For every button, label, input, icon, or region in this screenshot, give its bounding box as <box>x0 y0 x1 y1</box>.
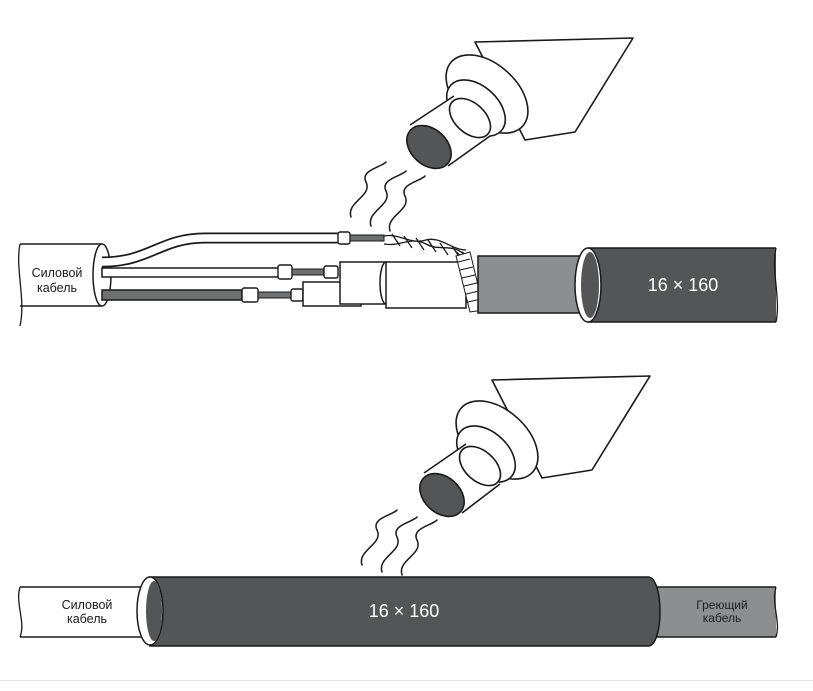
heat-gun-icon <box>406 37 634 170</box>
heating-cable-segment <box>477 255 591 314</box>
heating-cable-end <box>650 586 779 638</box>
power-cable-label-line2: кабель <box>37 281 77 295</box>
conductor-lower <box>101 287 304 303</box>
bottom-divider <box>0 680 813 681</box>
heating-cable-label-line2: кабель <box>703 611 741 625</box>
sleeve-size-label: 16 × 160 <box>648 275 719 295</box>
heating-cable-label-line1: Греющий <box>696 598 747 612</box>
heat-shrink-sleeve <box>574 247 779 323</box>
power-cable-end <box>18 586 150 638</box>
heat-waves-icon <box>349 161 426 232</box>
inner-sleeve <box>302 261 467 309</box>
sleeve-size-label: 16 × 160 <box>369 601 440 621</box>
power-cable-label-line1: Силовой <box>62 598 113 612</box>
conductor-upper <box>101 231 385 268</box>
heat-waves-icon <box>360 509 438 576</box>
conductor-middle <box>101 264 339 280</box>
power-cable-label-line2: кабель <box>67 612 107 626</box>
power-cable-label-line1: Силовой <box>32 266 83 280</box>
bottom-illustration: Силовой кабель Греющий кабель 16 × 160 <box>18 375 779 647</box>
heat-gun-icon <box>419 375 651 518</box>
heat-shrink-sleeve <box>136 576 661 647</box>
top-illustration: Силовой кабель <box>18 37 779 327</box>
